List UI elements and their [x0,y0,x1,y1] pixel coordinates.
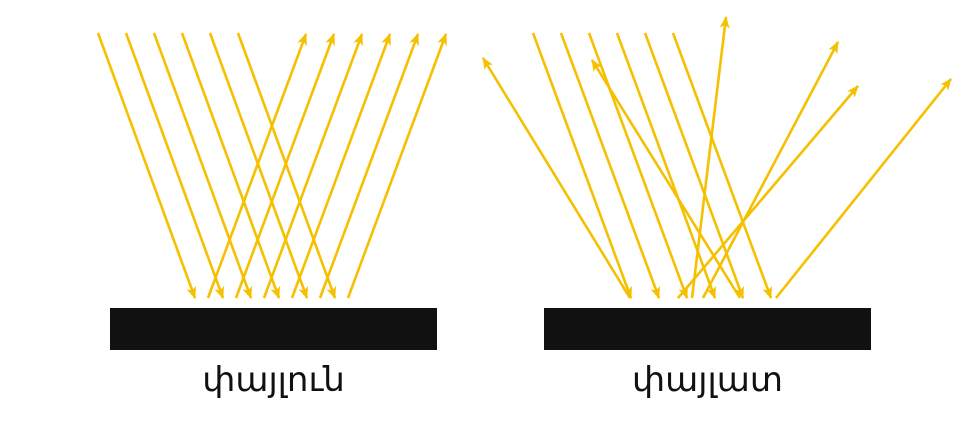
specular-reflected-rays [206,33,448,299]
specular-incident-rays [96,32,337,299]
reflected-ray [701,41,840,299]
incident-ray [152,32,253,299]
reflected-ray [206,33,308,299]
reflected-ray [590,59,742,299]
reflected-ray [481,57,632,299]
rough-surface [544,308,871,350]
diffuse-reflected-rays [481,16,953,299]
incident-ray [96,32,197,299]
diffuse-caption: փայլատ [632,360,783,400]
incident-ray [587,32,689,299]
reflected-ray [677,85,859,299]
reflected-ray [346,33,448,299]
reflected-ray [234,33,336,299]
incident-ray [124,32,225,299]
diffuse-incident-rays [531,32,773,299]
reflected-ray [262,33,364,299]
reflected-ray [774,78,953,299]
incident-ray [671,32,773,299]
reflected-ray [290,33,392,299]
specular-caption: փայլուն [202,360,345,400]
incident-ray [559,32,661,299]
reflected-ray [318,33,420,299]
reflected-ray [690,16,730,299]
incident-ray [531,32,633,299]
smooth-surface [110,308,437,350]
diffuse-panel [481,16,953,350]
incident-ray [643,32,745,299]
incident-ray [180,32,281,299]
specular-panel [96,32,448,350]
incident-ray [615,32,717,299]
